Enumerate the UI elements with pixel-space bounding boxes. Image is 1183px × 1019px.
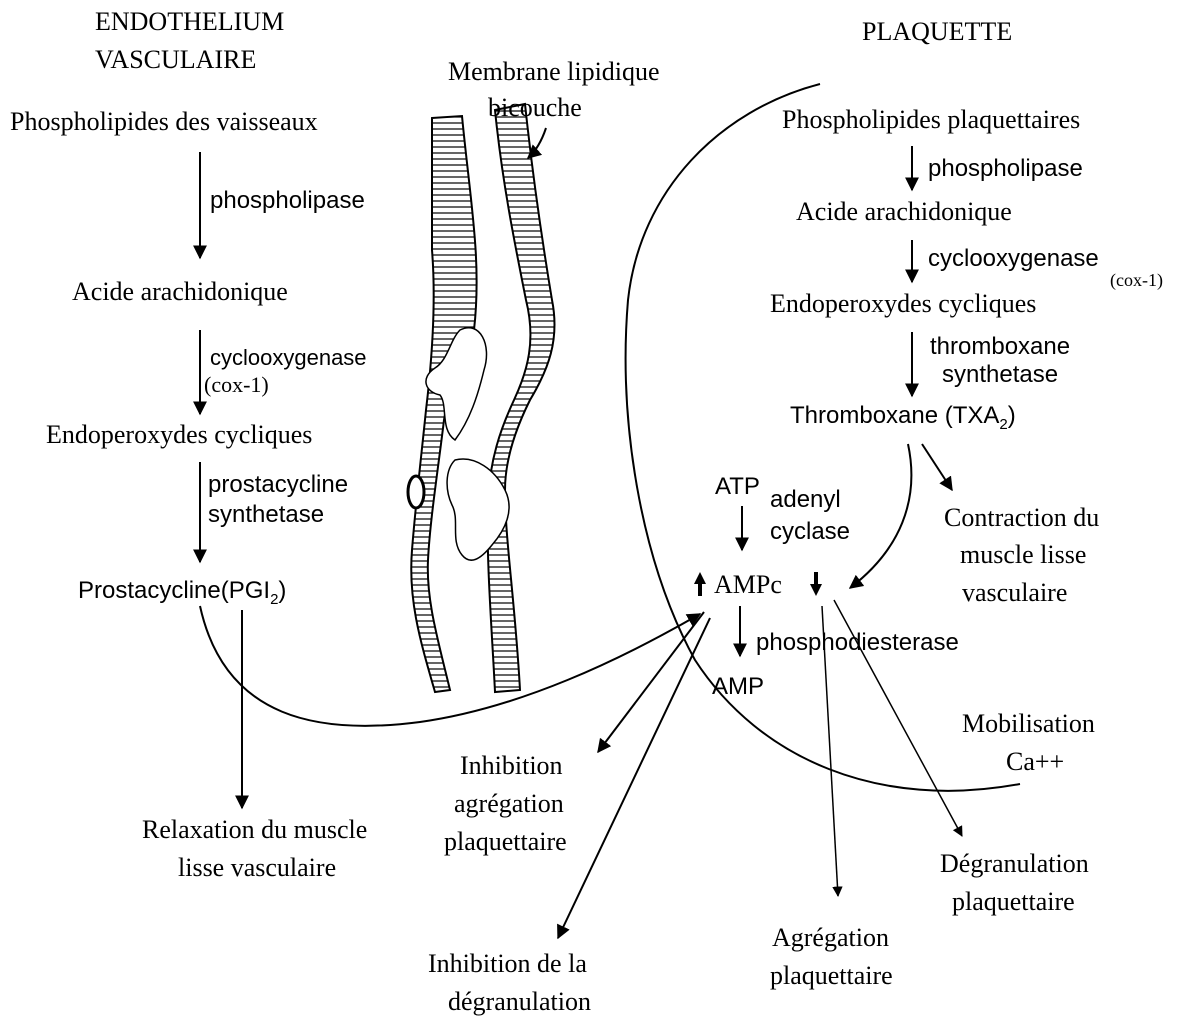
plt-contraction-line3: vasculaire <box>962 578 1067 607</box>
endo-synthetase-line1: prostacycline <box>208 471 348 498</box>
endo-prostacycline: Prostacycline(PGI2) <box>78 577 286 608</box>
left-title-line2: VASCULAIRE <box>95 45 256 74</box>
inhib-agregation-line2: agrégation <box>454 789 564 818</box>
endo-endoperoxydes: Endoperoxydes cycliques <box>46 420 312 449</box>
inhib-agregation-line1: Inhibition <box>460 751 563 780</box>
plt-thromboxane: Thromboxane (TXA2) <box>790 402 1016 433</box>
plt-phospholipase: phospholipase <box>928 155 1083 182</box>
endo-phospholipides: Phospholipides des vaisseaux <box>10 107 318 136</box>
endo-relaxation-line1: Relaxation du muscle <box>142 815 367 844</box>
endo-phospholipase: phospholipase <box>210 187 365 214</box>
plt-synthetase-line2: synthetase <box>942 361 1058 388</box>
endo-synthetase-line2: synthetase <box>208 501 324 528</box>
inhib-degranulation-line1: Inhibition de la <box>428 949 587 978</box>
plt-degranulation-line2: plaquettaire <box>952 887 1075 916</box>
plt-adenyl-line2: cyclase <box>770 518 850 545</box>
platelet-boundary <box>626 84 1020 791</box>
plt-amp: AMP <box>712 673 764 700</box>
plt-degranulation-line1: Dégranulation <box>940 849 1089 878</box>
membrane-label-line1: Membrane lipidique <box>448 57 660 86</box>
endo-cyclooxygenase: cyclooxygenase <box>210 345 367 370</box>
plt-mobilisation-line1: Mobilisation <box>962 709 1095 738</box>
plt-synthetase-line1: thromboxane <box>930 333 1070 360</box>
vessel-wall-illustration <box>408 104 555 692</box>
right-title: PLAQUETTE <box>862 17 1012 46</box>
vessel-node <box>408 476 424 508</box>
inhib-agregation-line3: plaquettaire <box>444 827 567 856</box>
plt-atp: ATP <box>715 473 760 500</box>
pgi2-to-ampc-arrow <box>200 606 700 726</box>
ampc-to-inhibition-agregation-arrow <box>598 612 704 752</box>
up-arrow-icon <box>694 572 706 596</box>
plt-agregation-line1: Agrégation <box>772 923 889 952</box>
plt-acide: Acide arachidonique <box>796 197 1012 226</box>
plt-contraction-line1: Contraction du <box>944 503 1099 532</box>
ampc-to-inhibition-degranulation-arrow <box>558 618 710 938</box>
plt-cyclooxygenase: cyclooxygenase <box>928 245 1099 272</box>
plt-ampc: AMPc <box>714 570 782 599</box>
endo-relaxation-line2: lisse vasculaire <box>178 853 336 882</box>
plt-contraction-line2: muscle lisse <box>960 540 1086 569</box>
down-arrow-icon <box>810 572 822 596</box>
inhib-degranulation-line2: dégranulation <box>448 987 591 1016</box>
plt-phospholipides: Phospholipides plaquettaires <box>782 105 1080 134</box>
plt-cox: (cox-1) <box>1110 270 1163 291</box>
plt-mobilisation-line2: Ca++ <box>1006 747 1064 776</box>
endo-cox: (cox-1) <box>204 372 269 397</box>
txa2-to-contraction-arrow <box>922 444 952 490</box>
endo-acide: Acide arachidonique <box>72 277 288 306</box>
plt-agregation-line2: plaquettaire <box>770 961 893 990</box>
plt-endoperoxydes: Endoperoxydes cycliques <box>770 289 1036 318</box>
membrane-label-line2: bicouche <box>488 93 582 122</box>
plt-adenyl-line1: adenyl <box>770 486 841 513</box>
left-title-line1: ENDOTHELIUM <box>95 7 284 36</box>
vessel-right-wall <box>488 104 555 692</box>
txa2-to-ampc-arrow <box>850 444 911 588</box>
